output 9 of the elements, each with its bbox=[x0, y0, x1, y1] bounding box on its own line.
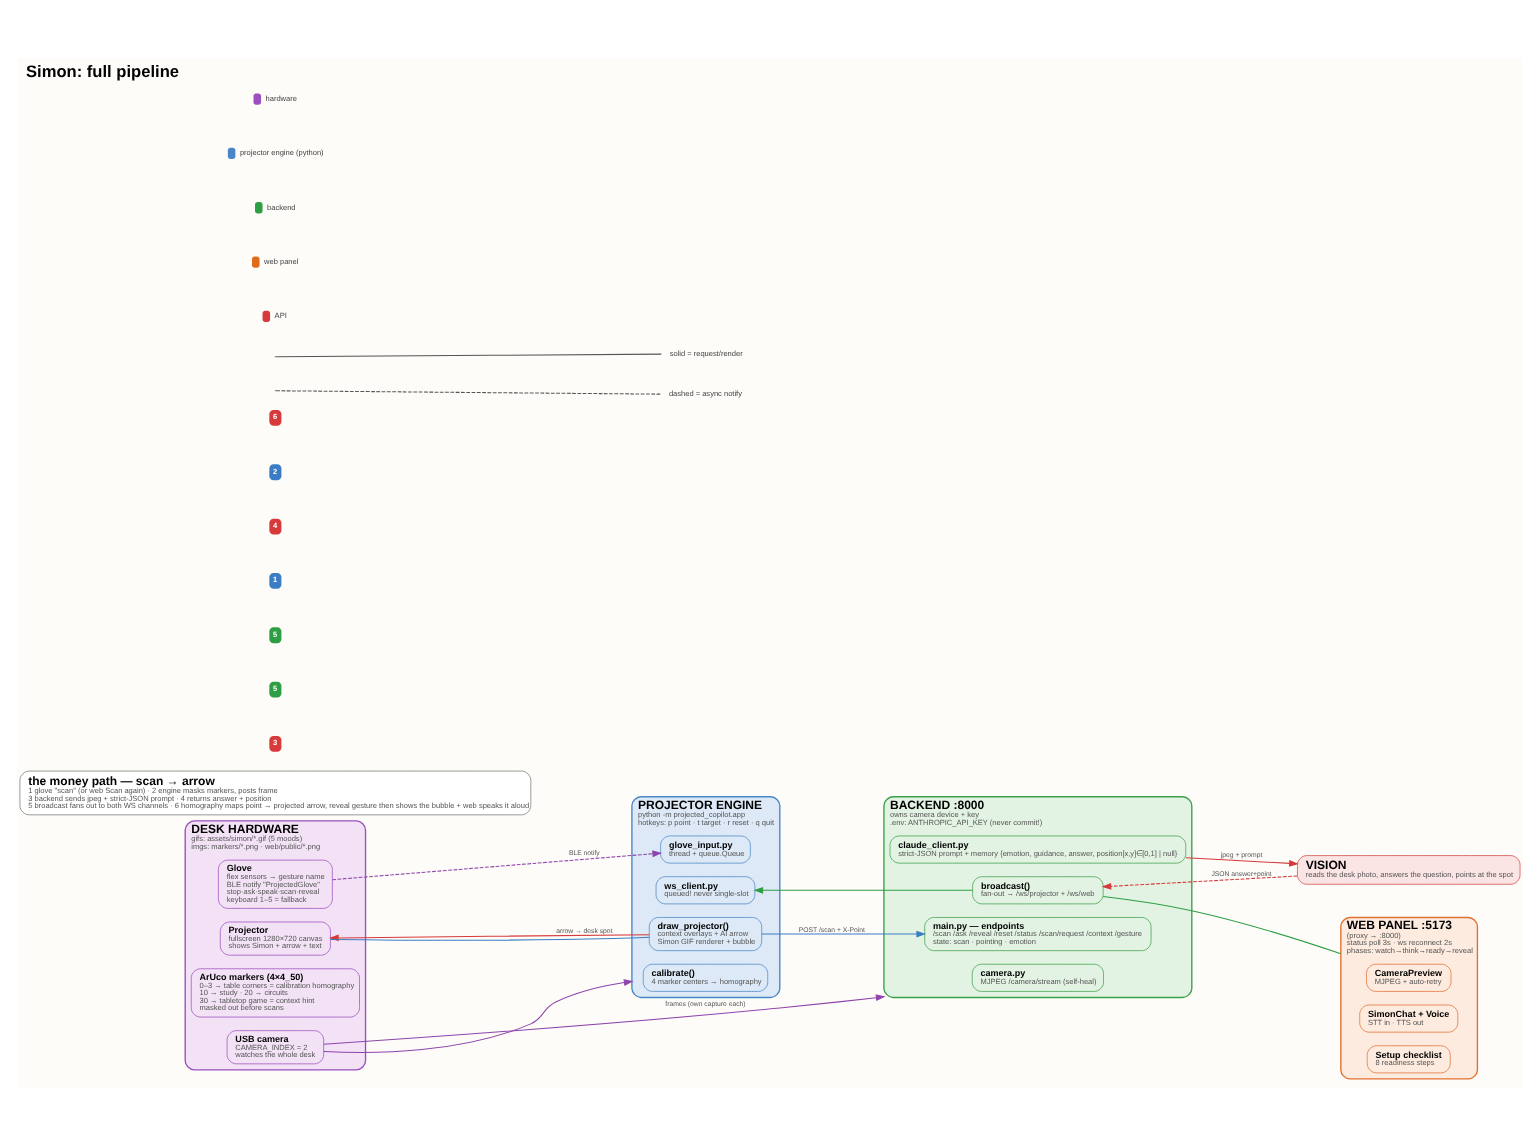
arrow bbox=[1185, 857, 1299, 867]
arrow bbox=[323, 979, 634, 1053]
connector bbox=[1102, 895, 1342, 955]
arrow bbox=[331, 850, 663, 881]
diagram-title: Simon: full pipeline bbox=[25, 60, 180, 81]
arrow bbox=[753, 886, 973, 894]
arrow bbox=[761, 930, 927, 938]
arrow bbox=[1101, 875, 1298, 890]
arrow bbox=[323, 994, 886, 1045]
